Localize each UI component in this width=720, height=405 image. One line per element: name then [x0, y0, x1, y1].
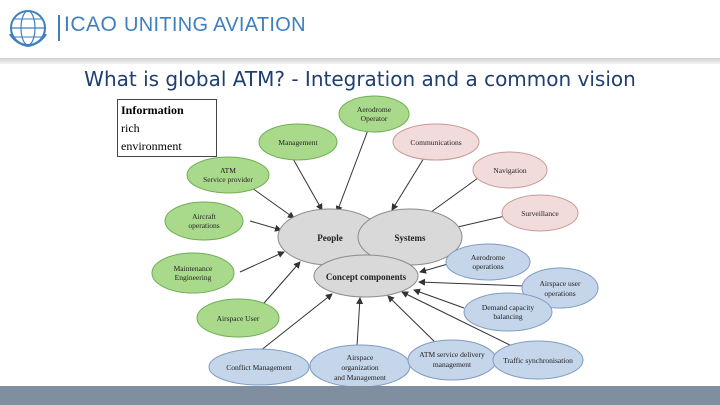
header-bar [0, 0, 720, 58]
connector-traffic-sync [401, 291, 521, 351]
svg-text:Traffic synchronisation: Traffic synchronisation [503, 356, 573, 365]
info-rich-environment-box: Information rich environment [117, 99, 217, 157]
node-communications: Communications [392, 123, 480, 161]
svg-text:Navigation: Navigation [493, 166, 527, 175]
svg-text:Engineering: Engineering [175, 273, 212, 282]
connector-aerodrome-operations [419, 263, 449, 274]
svg-text:operations: operations [472, 262, 503, 271]
svg-text:operations: operations [544, 289, 575, 298]
node-airspace-organization: Airspace organization and Management [309, 344, 411, 388]
connector-atm-delivery [387, 295, 441, 348]
connector-demand-capacity [413, 288, 465, 309]
node-aerodrome-operations: Aerodrome operations [445, 243, 531, 281]
svg-text:Management: Management [278, 138, 318, 147]
brand-org-name: ICAO [64, 13, 118, 36]
info-box-line-2: rich [121, 121, 140, 135]
svg-text:ATM service delivery: ATM service delivery [419, 350, 485, 359]
footer-bar [0, 386, 720, 405]
connector-management [291, 156, 323, 211]
svg-text:Aerodrome: Aerodrome [357, 105, 392, 114]
info-box-line-1: Information [121, 103, 184, 117]
node-navigation: Navigation [472, 151, 548, 189]
svg-text:Surveillance: Surveillance [521, 209, 559, 218]
node-atm-service-provider: ATM Service provider [186, 156, 270, 194]
svg-text:Demand capacity: Demand capacity [482, 303, 535, 312]
connector-aerodrome-operator [335, 129, 369, 213]
svg-text:ATM: ATM [220, 166, 236, 175]
brand-separator [58, 15, 60, 41]
node-concept-components [313, 254, 419, 298]
node-maintenance-engineering: Maintenance Engineering [151, 252, 235, 294]
svg-text:and Management: and Management [334, 373, 387, 382]
svg-text:organization: organization [341, 363, 379, 372]
node-airspace-user: Airspace User [196, 298, 280, 338]
connector-airspace-org [356, 297, 364, 347]
svg-text:operations: operations [188, 221, 219, 230]
svg-text:Airspace: Airspace [347, 353, 374, 362]
node-traffic-synchronisation: Traffic synchronisation [492, 340, 584, 380]
connector-conflict-management [259, 293, 333, 352]
svg-text:Airspace User: Airspace User [217, 314, 260, 323]
brand-tagline: UNITING AVIATION [124, 14, 306, 36]
svg-text:Aerodrome: Aerodrome [471, 253, 506, 262]
header-divider [0, 58, 720, 64]
svg-text:Service provider: Service provider [203, 175, 253, 184]
connector-aircraft-operations [249, 220, 282, 232]
svg-text:Communications: Communications [410, 138, 461, 147]
connector-airspace-user [257, 261, 301, 311]
svg-text:management: management [433, 360, 472, 369]
label-people: People [317, 233, 343, 243]
node-atm-service-delivery: ATM service delivery management [407, 339, 497, 381]
node-management: Management [258, 123, 338, 161]
info-box-line-3: environment [121, 139, 182, 153]
label-systems: Systems [395, 233, 426, 243]
connector-airspace-user-operations [418, 278, 525, 287]
label-concept-components: Concept components [326, 272, 407, 282]
slide-title: What is global ATM? - Integration and a … [84, 67, 636, 91]
svg-text:Airspace user: Airspace user [539, 279, 581, 288]
icao-emblem-icon [9, 10, 47, 48]
node-aerodrome-operator: Aerodrome Operator [338, 95, 410, 133]
node-aircraft-operations: Aircraft operations [164, 201, 244, 241]
svg-text:Aircraft: Aircraft [192, 212, 217, 221]
node-surveillance: Surveillance [501, 194, 579, 232]
node-airspace-user-operations: Airspace user operations [521, 267, 599, 309]
svg-text:Maintenance: Maintenance [174, 264, 213, 273]
node-demand-capacity: Demand capacity balancing [463, 292, 553, 332]
node-conflict-management: Conflict Management [208, 348, 310, 386]
svg-text:balancing: balancing [493, 312, 522, 321]
connector-atm-service-provider [251, 187, 295, 219]
connector-maintenance-engineering [239, 251, 285, 273]
svg-text:Operator: Operator [361, 114, 388, 123]
connector-communications [391, 157, 425, 211]
svg-text:Conflict Management: Conflict Management [226, 363, 293, 372]
